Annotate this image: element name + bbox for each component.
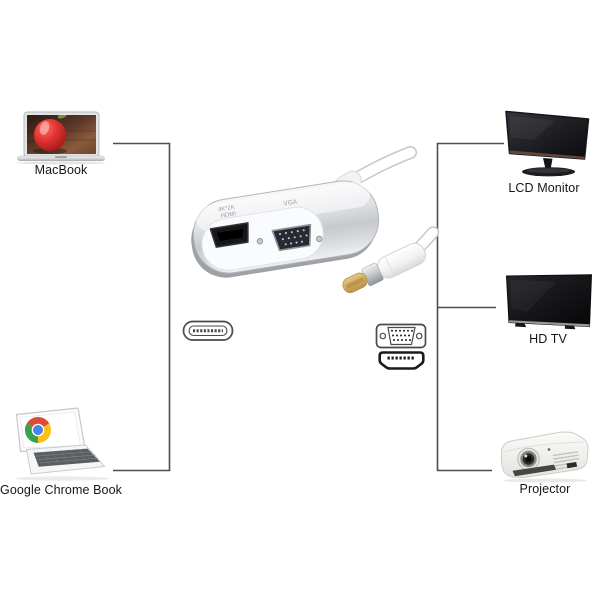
chromebook-label: Google Chrome Book xyxy=(0,483,123,497)
chrome-logo-icon xyxy=(24,416,52,443)
adapter-body: 4K*2K HDMI VGA xyxy=(191,180,380,278)
macbook-label: MacBook xyxy=(34,163,88,177)
apple-icon xyxy=(34,119,66,151)
usb-c-connector-icon xyxy=(182,320,234,341)
lcd-monitor-stand xyxy=(543,158,553,170)
port-panel xyxy=(201,206,324,271)
chromebook-image xyxy=(15,407,109,481)
lcd-monitor-image xyxy=(505,110,590,177)
vga-pins xyxy=(278,229,308,246)
usb-c-plug xyxy=(342,242,426,294)
apple-photo xyxy=(33,115,68,154)
left-bracket-line xyxy=(113,142,171,472)
hd-tv-foot xyxy=(515,322,527,328)
projector-vents xyxy=(552,451,580,470)
adapter-vga-marking: VGA xyxy=(283,198,298,207)
hd-tv-image xyxy=(505,274,593,330)
projector-label: Projector xyxy=(519,482,571,496)
adapter-hdmi-marking-line2: HDMI xyxy=(220,211,236,219)
hdmi-connector-icon xyxy=(378,351,425,370)
apple-leaf xyxy=(57,115,68,119)
projector-image xyxy=(501,431,589,483)
right-bracket-line xyxy=(436,142,504,472)
lcd-monitor-label: LCD Monitor xyxy=(508,181,580,195)
connection-lines xyxy=(113,142,504,472)
adapter-image: 4K*2K HDMI VGA xyxy=(191,146,440,294)
adapter-vga-port xyxy=(271,223,312,252)
macbook-base xyxy=(17,155,105,162)
plug-overmold xyxy=(377,242,426,279)
vga-connector-icon xyxy=(375,323,427,349)
macbook-image xyxy=(16,111,106,165)
screw-hole xyxy=(256,238,264,245)
hd-tv-foot xyxy=(564,325,576,330)
hd-tv-label: HD TV xyxy=(529,332,567,346)
adapter-hdmi-marking-line1: 4K*2K xyxy=(218,205,236,214)
screw-hole xyxy=(316,235,323,243)
projector-lens xyxy=(517,447,540,471)
